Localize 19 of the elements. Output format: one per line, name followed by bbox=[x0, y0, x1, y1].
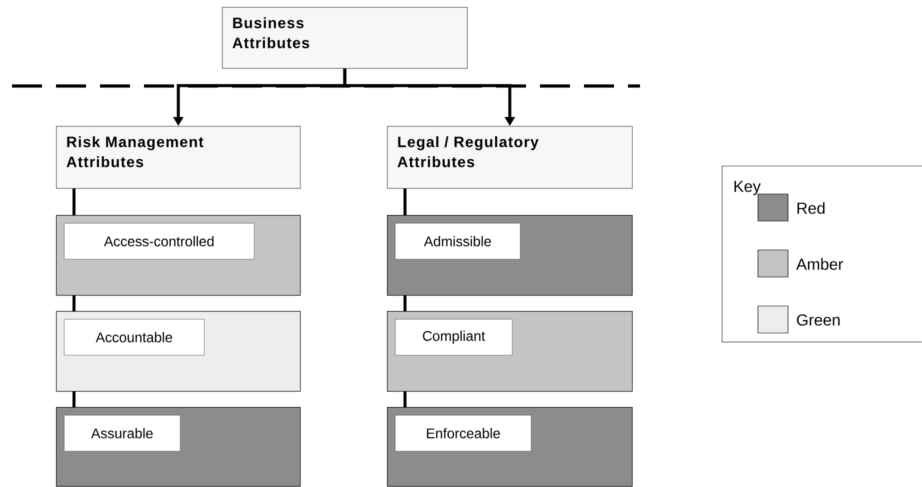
rating-band: Enforceable bbox=[387, 407, 633, 487]
connector bbox=[72, 188, 76, 215]
legend-label: Red bbox=[798, 202, 825, 214]
rating-band: Assurable bbox=[56, 407, 301, 487]
heading-box: Business Attributes bbox=[222, 7, 468, 69]
connector bbox=[404, 188, 406, 215]
rating-band: Accountable bbox=[56, 311, 301, 392]
connector bbox=[404, 392, 406, 407]
rating-band: Compliant bbox=[387, 311, 633, 392]
connector bbox=[72, 392, 76, 407]
connector bbox=[72, 296, 76, 311]
legend-title: Key bbox=[734, 180, 761, 196]
legend-label: Amber bbox=[796, 258, 844, 270]
rating-band: Access-controlled bbox=[56, 215, 301, 296]
legend-label: Green bbox=[797, 314, 840, 326]
heading-box: Risk Management Attributes bbox=[56, 126, 301, 189]
rating-band: Admissible bbox=[387, 215, 633, 296]
connector bbox=[404, 296, 406, 311]
heading-box: Legal / Regulatory Attributes bbox=[387, 126, 633, 189]
